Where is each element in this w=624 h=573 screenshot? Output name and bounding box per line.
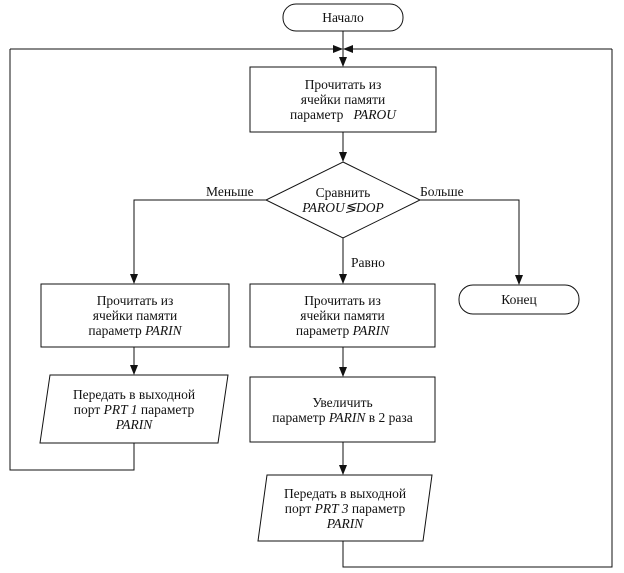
edge-more (420, 199, 523, 285)
read-parin-mid-label: Прочитать из ячейки памяти параметр PARI… (250, 284, 435, 347)
output-prt3-port: PRT 3 (314, 500, 349, 516)
read-parin-left-var: PARIN (145, 323, 182, 338)
output-prt1-suffix: параметр (140, 401, 195, 417)
increase-prefix: параметр (272, 409, 326, 425)
output-prt3-suffix: параметр (351, 500, 406, 516)
compare-label: Сравнить PAROU≶DOP (266, 180, 420, 220)
output-prt3-label: Передать в выходной порт PRT 3 параметр … (262, 475, 428, 541)
end-label: Конец (459, 285, 579, 314)
read-parou-var: PAROU (353, 107, 396, 122)
end-terminator (458, 284, 580, 315)
increase-suffix: в 2 раза (368, 409, 413, 425)
branch-less-label: Меньше (206, 184, 254, 199)
branch-more-label: Больше (420, 184, 464, 199)
increase-var: PARIN (328, 409, 366, 425)
output-prt1-var: PARIN (115, 416, 153, 432)
output-prt3-line1: Передать в выходной (283, 485, 407, 501)
increase-line2: параметр PARIN в 2 раза (272, 410, 413, 425)
edge-right-loop-back (342, 49, 613, 568)
output-prt1-line2: порт PRT 1 параметр (74, 402, 194, 417)
increase-label: Увеличить параметр PARIN в 2 раза (250, 377, 435, 442)
read-parin-mid-line1: Прочитать из (304, 293, 381, 308)
compare-line2: PAROU≶DOP (302, 200, 384, 215)
read-parou-prefix: параметр (290, 107, 344, 122)
read-parou-line2: ячейки памяти (300, 92, 386, 107)
start-text: Начало (322, 10, 364, 25)
end-text: Конец (501, 292, 537, 307)
edge-left-loop-back (9, 49, 135, 471)
start-label: Начало (283, 4, 403, 31)
read-parin-mid-var: PARIN (352, 323, 390, 338)
increase-line1: Увеличить (312, 394, 373, 410)
read-parin-mid-line3: параметр PARIN (296, 323, 389, 338)
output-prt1-port: PRT 1 (103, 401, 138, 417)
read-parin-left-box (40, 283, 230, 348)
output-prt1-label: Передать в выходной порт PRT 1 параметр … (45, 375, 223, 443)
compare-line1: Сравнить (315, 185, 371, 200)
output-prt3-prefix: порт (284, 500, 312, 516)
output-prt3-var: PARIN (326, 515, 364, 531)
read-parou-line1: Прочитать из (304, 77, 382, 92)
branch-equal-label: Равно (351, 255, 385, 270)
read-parou-label: Прочитать из ячейки памяти параметр PARO… (250, 67, 436, 132)
output-prt3-line2: порт PRT 3 параметр (285, 501, 405, 516)
edge-less (130, 199, 266, 284)
read-parin-mid-prefix: параметр (295, 323, 350, 338)
read-parin-mid-line2: ячейки памяти (300, 308, 385, 323)
read-parin-left-line2: ячейки памяти (92, 308, 178, 323)
output-prt1-parallelogram (39, 374, 229, 444)
output-prt1-line1: Передать в выходной (72, 386, 196, 402)
read-parin-left-line1: Прочитать из (96, 293, 174, 308)
read-parin-left-line3: параметр PARIN (88, 323, 181, 338)
output-prt3-parallelogram (257, 474, 433, 542)
read-parou-line3: параметр PAROU (290, 107, 396, 122)
read-parin-left-prefix: параметр (88, 323, 142, 338)
read-parin-left-label: Прочитать из ячейки памяти параметр PARI… (41, 284, 229, 347)
output-prt1-prefix: порт (73, 401, 101, 417)
